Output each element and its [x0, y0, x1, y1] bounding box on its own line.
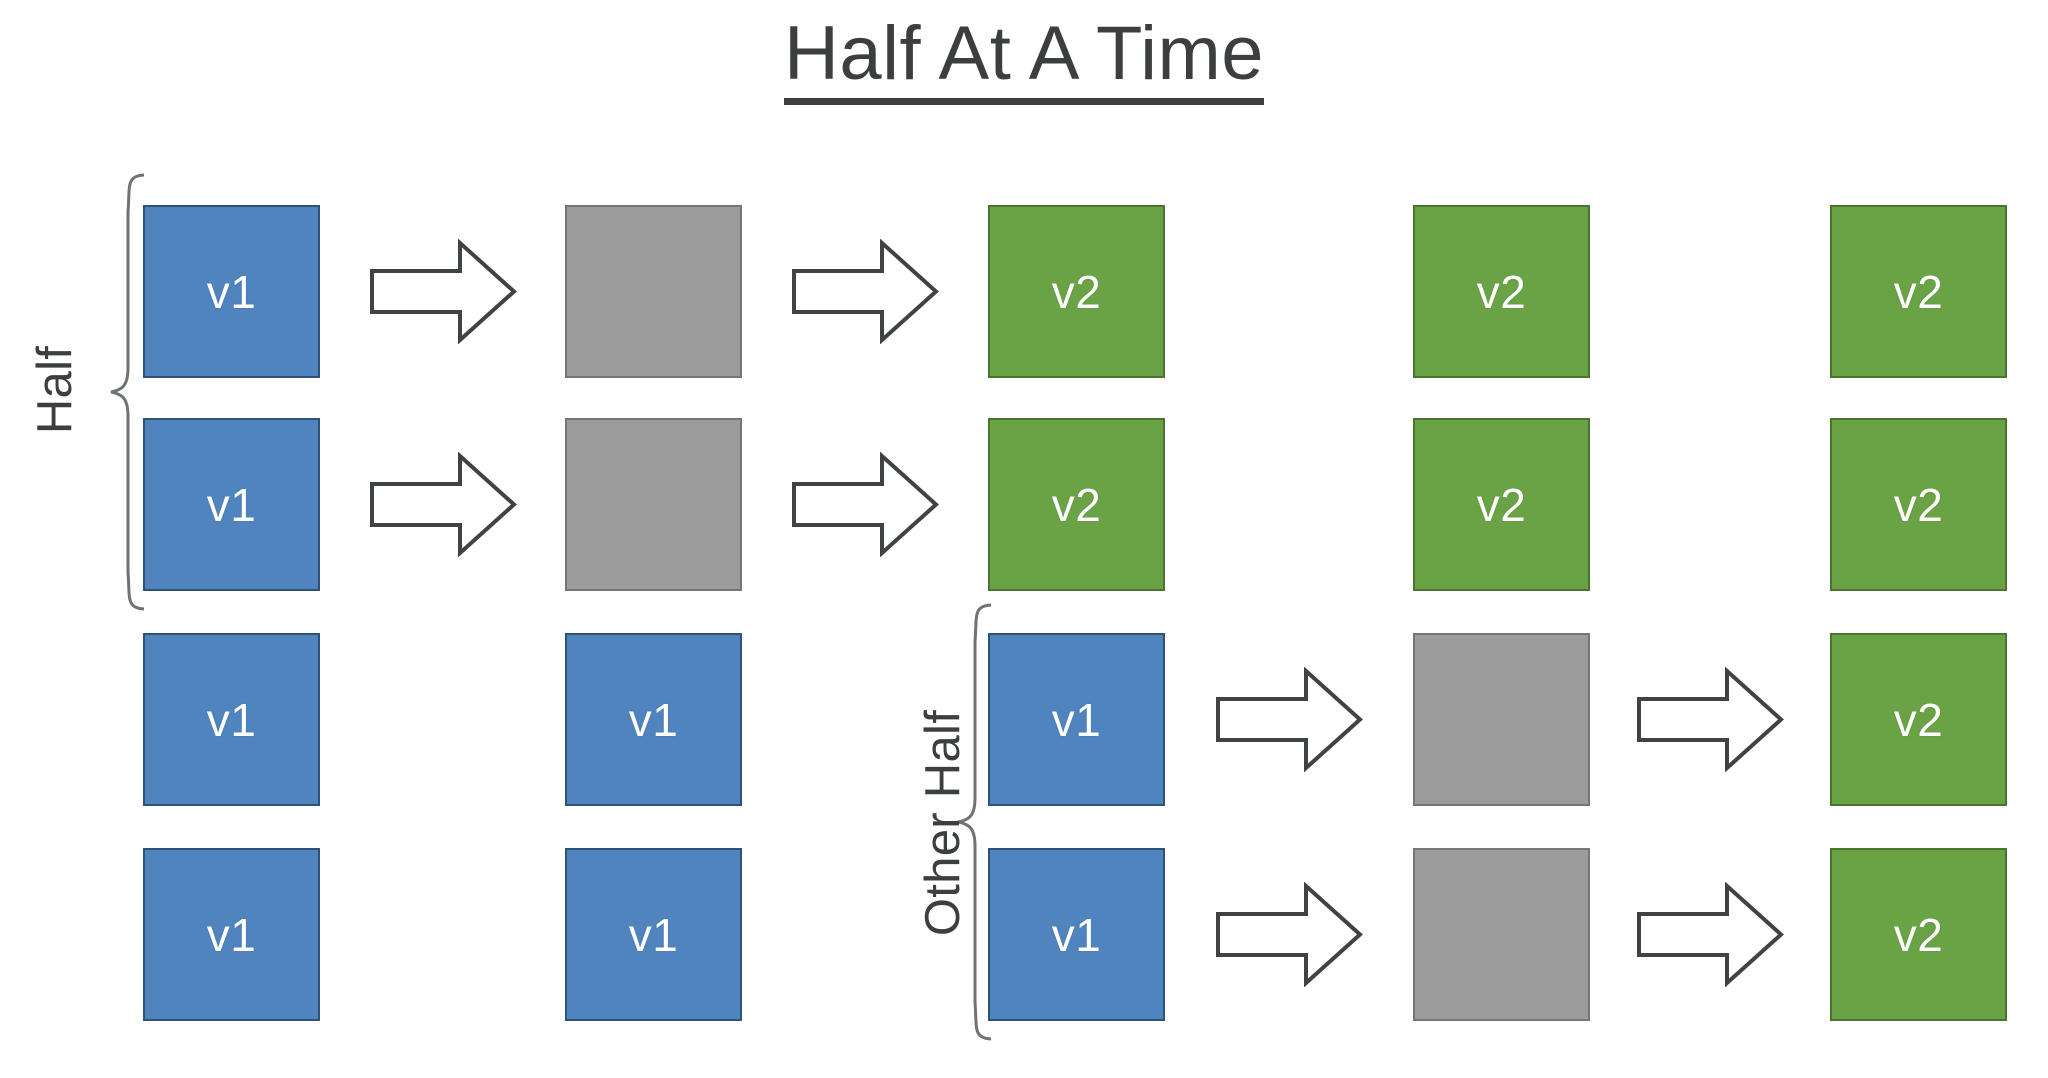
arrow-right-icon-r4-2: [1635, 882, 1785, 987]
node-box-label: v1: [206, 908, 257, 961]
node-box-blue-r4c1: v1: [143, 848, 320, 1021]
node-box-green-r1c3: v2: [988, 205, 1165, 378]
node-box-blue-r3c2: v1: [565, 633, 742, 806]
node-box-green-r3c5: v2: [1830, 633, 2007, 806]
node-box-blue-r4c2: v1: [565, 848, 742, 1021]
arrow-right-icon-r3-1: [1214, 667, 1364, 772]
node-box-blue-r2c1: v1: [143, 418, 320, 591]
group-label-other-half: Other Half: [912, 628, 974, 1018]
node-box-gray-r3c4: [1413, 633, 1590, 806]
node-box-label: v1: [206, 693, 257, 746]
arrow-right-icon-r3-2: [1635, 667, 1785, 772]
arrow-right-icon-r2-1: [368, 452, 518, 557]
node-box-label: v2: [1051, 478, 1102, 531]
arrow-right-icon-r1-1: [368, 239, 518, 344]
node-box-label: v1: [1051, 908, 1102, 961]
node-box-label: v2: [1476, 265, 1527, 318]
page-title-text: Half At A Time: [783, 14, 1265, 105]
node-box-green-r2c4: v2: [1413, 418, 1590, 591]
page-title: Half At A Time: [0, 14, 2048, 105]
node-box-label: v2: [1893, 265, 1944, 318]
brace-half: [108, 172, 148, 612]
group-label-half-text: Half: [28, 345, 82, 435]
node-box-green-r1c4: v2: [1413, 205, 1590, 378]
node-box-label: v2: [1893, 908, 1944, 961]
node-box-label: v1: [628, 908, 679, 961]
node-box-label: v1: [206, 478, 257, 531]
node-box-green-r2c3: v2: [988, 418, 1165, 591]
group-label-other-half-text: Other Half: [916, 709, 970, 937]
node-box-gray-r2c2: [565, 418, 742, 591]
node-box-green-r2c5: v2: [1830, 418, 2007, 591]
node-box-label: v2: [1893, 478, 1944, 531]
arrow-right-icon-r4-1: [1214, 882, 1364, 987]
node-box-label: v1: [206, 265, 257, 318]
node-box-label: v2: [1051, 265, 1102, 318]
node-box-label: v1: [628, 693, 679, 746]
node-box-green-r4c5: v2: [1830, 848, 2007, 1021]
brace-other-half: [955, 602, 995, 1042]
group-label-half: Half: [25, 290, 85, 490]
arrow-right-icon-r1-2: [790, 239, 940, 344]
node-box-label: v2: [1476, 478, 1527, 531]
node-box-blue-r4c3: v1: [988, 848, 1165, 1021]
arrow-right-icon-r2-2: [790, 452, 940, 557]
node-box-blue-r3c1: v1: [143, 633, 320, 806]
node-box-label: v2: [1893, 693, 1944, 746]
node-box-gray-r4c4: [1413, 848, 1590, 1021]
node-box-blue-r3c3: v1: [988, 633, 1165, 806]
node-box-label: v1: [1051, 693, 1102, 746]
node-box-gray-r1c2: [565, 205, 742, 378]
node-box-green-r1c5: v2: [1830, 205, 2007, 378]
node-box-blue-r1c1: v1: [143, 205, 320, 378]
